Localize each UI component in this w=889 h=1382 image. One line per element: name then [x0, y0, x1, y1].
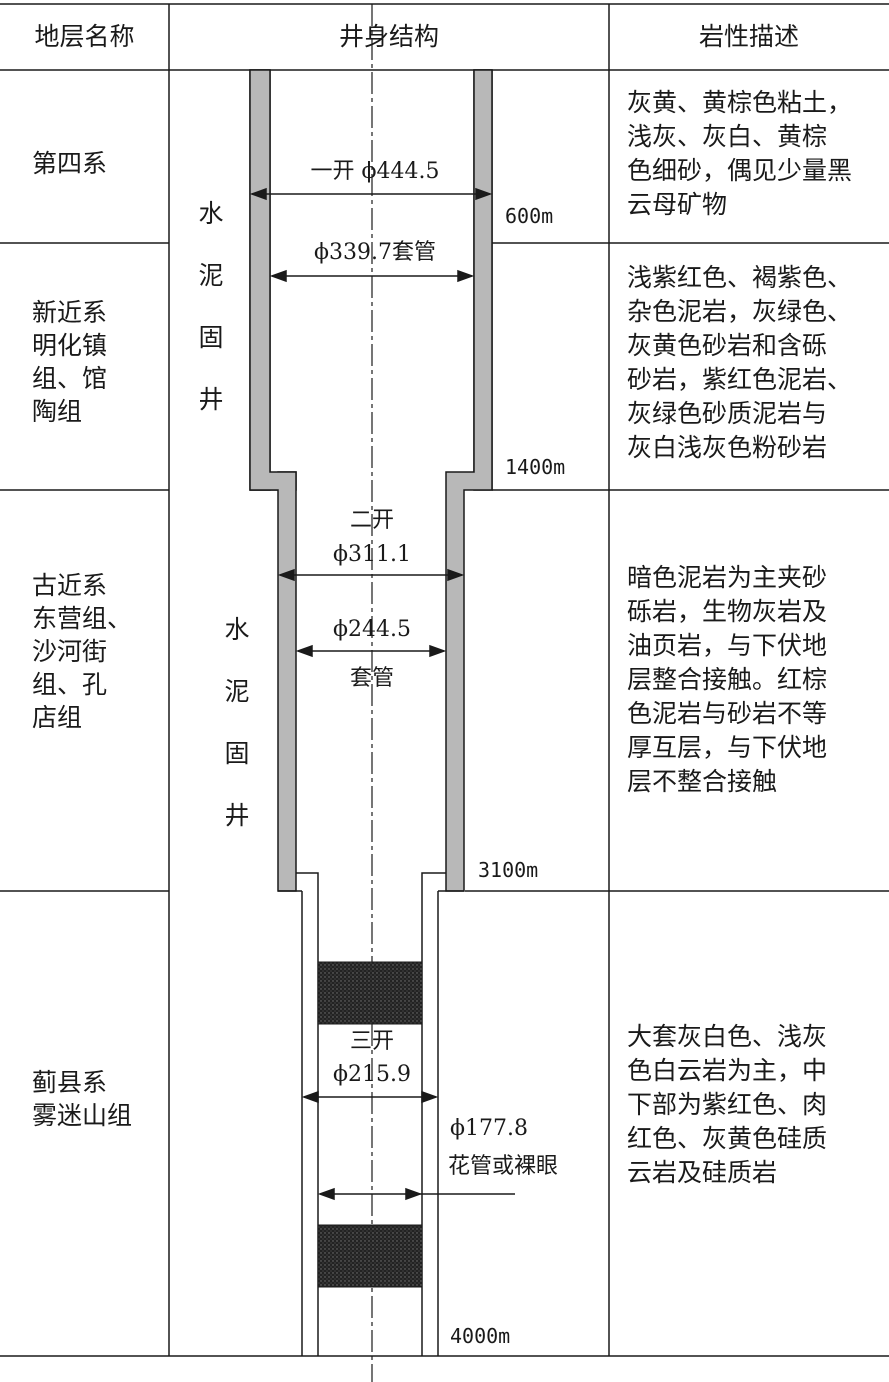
casing2-label: 套管 [349, 666, 394, 691]
lithology-description: 浅紫红色、褐紫色、 杂色泥岩，灰绿色、 灰黄色砂岩和含砾 砂岩，紫红色泥岩、 灰… [627, 263, 853, 462]
intermediate-casing [249, 69, 493, 892]
liner-label: 花管或裸眼 [448, 1154, 559, 1179]
formation-name: 蓟县系 雾迷山组 [32, 1068, 133, 1130]
lithology-description: 暗色泥岩为主夹砂 砾岩，生物灰岩及 油页岩，与下伏地 层整合接触。红棕 色泥岩与… [627, 563, 828, 796]
dimension-arrows [249, 187, 515, 1201]
casing2-diameter: ϕ244.5 [333, 617, 411, 642]
formation-name: 古近系 东营组、 沙河街 组、孔 店组 [32, 571, 133, 732]
production-liner [278, 872, 464, 1356]
header-formation: 地层名称 [34, 22, 135, 51]
liner-diameter: ϕ177.8 [450, 1116, 528, 1141]
depth-label: 4000m [450, 1324, 511, 1348]
spud2-label: 二开 [349, 508, 394, 533]
spud3-label: 三开 [349, 1029, 394, 1054]
depth-label: 1400m [505, 455, 566, 479]
formation-name: 第四系 [32, 149, 108, 178]
cement-label: 水 泥 固 井 [224, 615, 250, 830]
table-frame [0, 3, 889, 1357]
spud2-diameter: ϕ311.1 [333, 542, 411, 567]
formation-name: 新近系 明化镇 组、馆 陶组 [32, 298, 108, 426]
depth-label: 3100m [478, 858, 539, 882]
screen-section-lower [317, 1224, 423, 1288]
cement-label: 水 泥 固 井 [198, 199, 224, 414]
header-structure: 井身结构 [338, 22, 439, 51]
depth-label: 600m [505, 204, 554, 228]
spud1-label: 一开 ϕ444.5 [310, 159, 440, 184]
lithology-description: 大套灰白色、浅灰 色白云岩为主，中 下部为紫红色、肉 红色、灰黄色硅质 云岩及硅… [627, 1022, 828, 1187]
lithology-description: 灰黄、黄棕色粘土， 浅灰、灰白、黄棕 色细砂，偶见少量黑 云母矿物 [627, 88, 853, 219]
screen-section-upper [317, 961, 423, 1025]
casing1-label: ϕ339.7套管 [314, 240, 436, 265]
header-lithology: 岩性描述 [698, 22, 799, 51]
spud3-diameter: ϕ215.9 [333, 1062, 411, 1087]
